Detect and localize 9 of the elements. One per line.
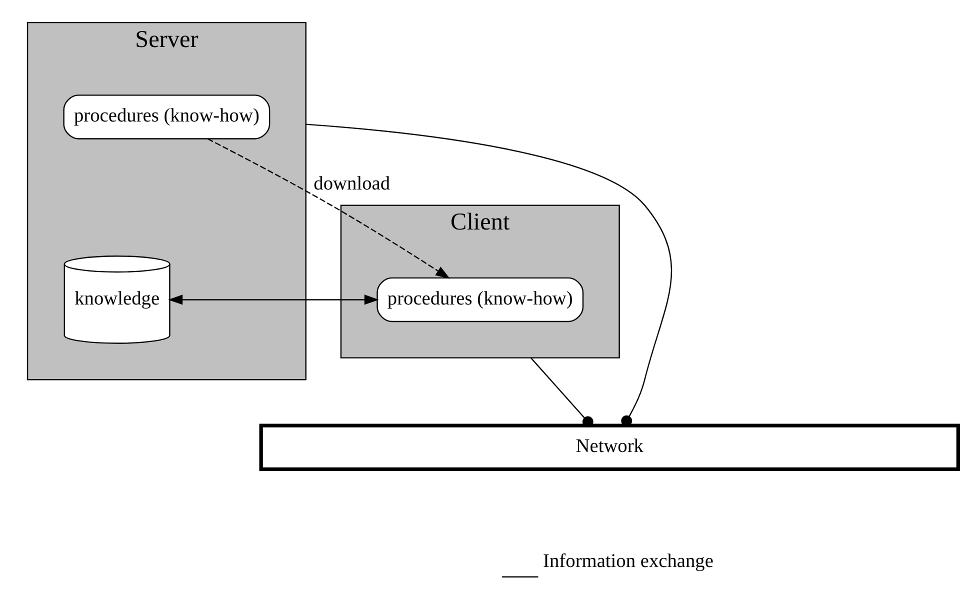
edge-label: download [313,173,390,194]
node-box: procedures (know-how) [376,277,584,322]
legend-label: Information exchange [542,550,713,572]
node-box: Network [258,424,960,471]
connector [305,124,672,426]
connector [530,357,593,428]
arrow [168,294,378,305]
arrow [206,138,450,279]
node-box: procedures (know-how) [62,94,270,140]
